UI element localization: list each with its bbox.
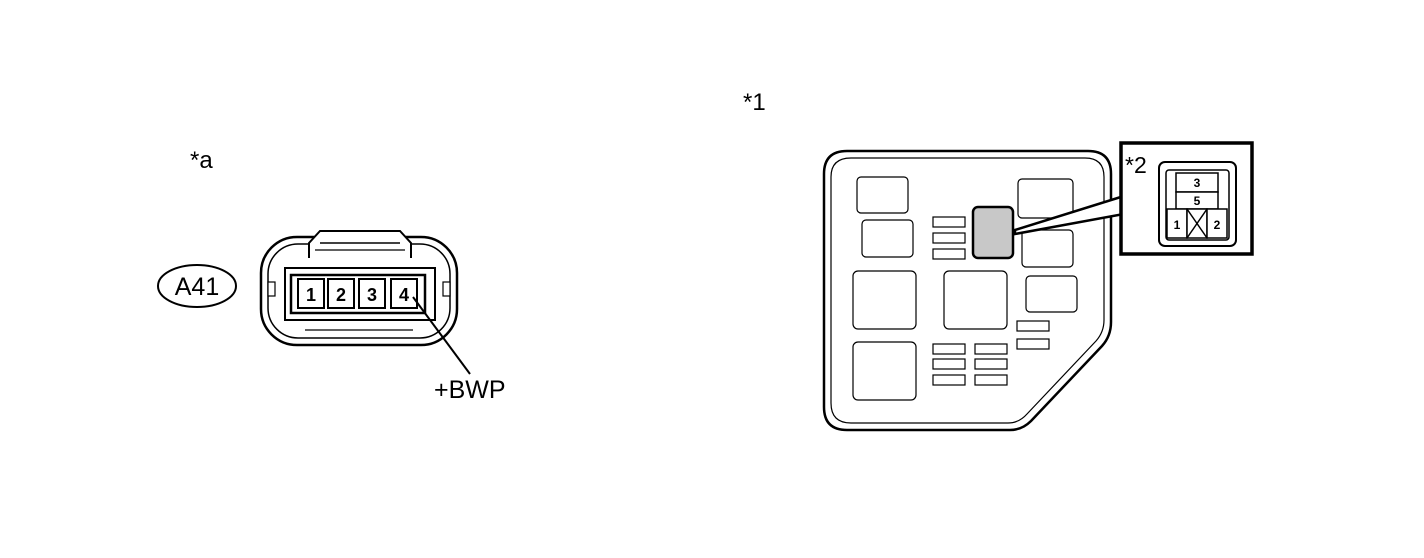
connector-code-callout: A41 [157, 264, 237, 308]
pin-4: 4 [399, 285, 409, 305]
pin-cell-3: 3 [358, 278, 386, 309]
wire-label: +BWP [434, 376, 506, 404]
relay-terminal-view: 3 5 1 2 [1158, 161, 1237, 247]
relay-block [822, 149, 1113, 432]
connector-code: A41 [175, 273, 219, 301]
wire-leader-line [412, 296, 471, 375]
label-2: *2 [1125, 152, 1147, 178]
relay-detail-box: *2 3 5 1 2 [1119, 141, 1254, 256]
label-1: *1 [743, 89, 766, 116]
pin-cell-2: 2 [327, 278, 355, 309]
relay-pin-1: 1 [1174, 218, 1181, 232]
pin-2: 2 [336, 285, 346, 305]
pin-3: 3 [367, 285, 377, 305]
pin-cell-4: 4 [390, 278, 418, 309]
label-a: *a [190, 147, 213, 174]
highlighted-relay [971, 205, 1015, 260]
relay-pin-5: 5 [1194, 194, 1201, 208]
relay-pin-3: 3 [1194, 176, 1201, 190]
pin-cell-1: 1 [297, 278, 325, 309]
pin-1: 1 [306, 285, 316, 305]
relay-pin-2: 2 [1214, 218, 1221, 232]
connector-a41: 1 2 3 4 [259, 230, 459, 347]
